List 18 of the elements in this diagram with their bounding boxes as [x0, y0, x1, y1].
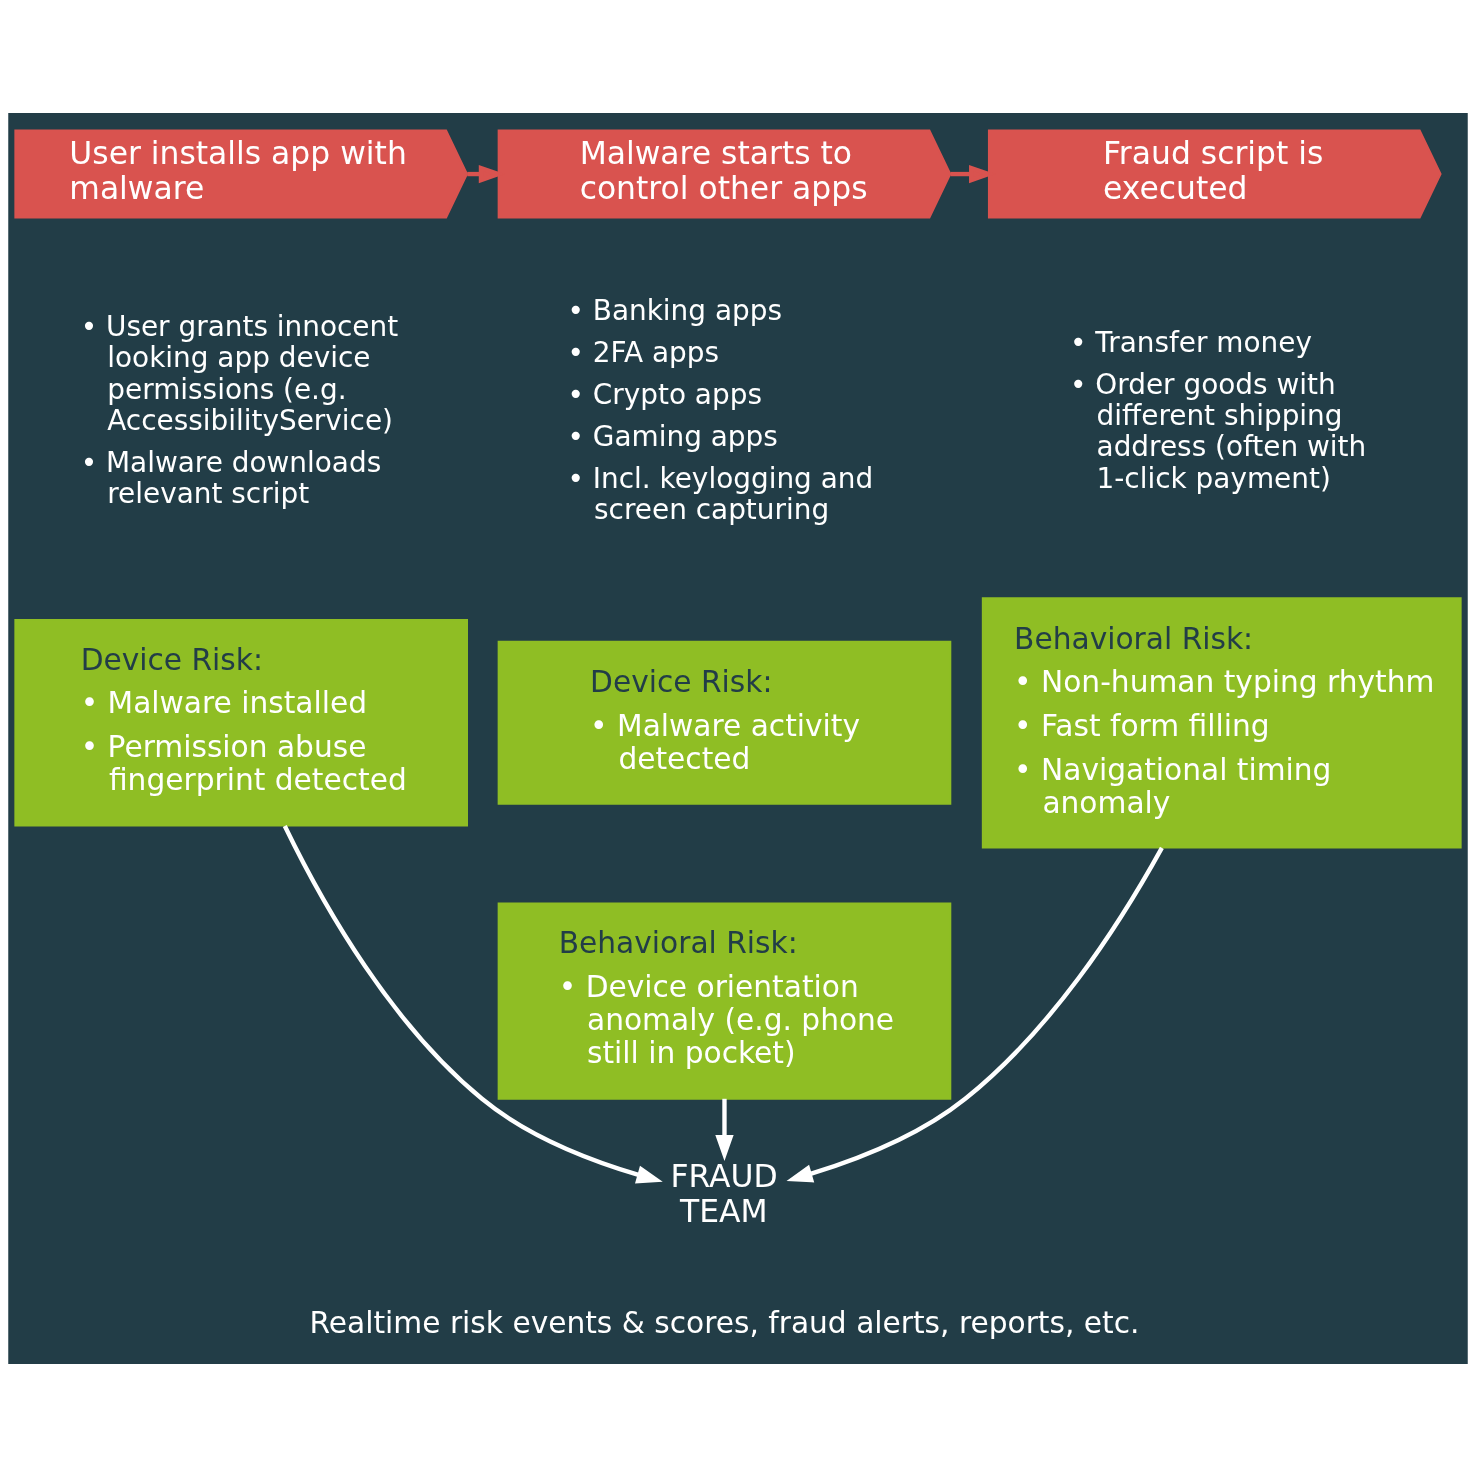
node-box: Device Risk: • Malware installed • Permission abuse fingerprint detected: [14, 618, 468, 827]
node-text: FRAUD TEAM: [670, 1157, 778, 1229]
node-label: • Banking apps: [567, 293, 782, 327]
node-label: • Order goods with different shipping address (often with 1-click payment): [1069, 367, 1367, 495]
node-label: • Crypto apps: [567, 377, 762, 411]
node-label: • Gaming apps: [567, 419, 778, 453]
node-box: Behavioral Risk: • Non-human typing rhythm • Fast form filling • Navigational timing anomaly: [981, 596, 1462, 848]
arrow: [715, 1098, 734, 1161]
label: Realtime risk events & scores, fraud alerts, reports, etc.: [309, 1304, 1140, 1340]
node-label: • Malware downloads relevant script: [80, 445, 382, 510]
node-label: • 2FA apps: [567, 335, 720, 369]
node-box: Behavioral Risk: • Device orientation anomaly (e.g. phone still in pocket): [497, 902, 952, 1100]
node-box: Device Risk: • Malware activity detected: [497, 640, 952, 805]
arrow: [786, 846, 1164, 1182]
node-label: • Transfer money: [1069, 325, 1312, 359]
node-label: • User grants innocent looking app device permissions (e.g. AccessibilityService): [80, 309, 399, 437]
node-label: • Incl. keylogging and screen capturing: [567, 461, 874, 526]
arrow: [282, 824, 663, 1183]
